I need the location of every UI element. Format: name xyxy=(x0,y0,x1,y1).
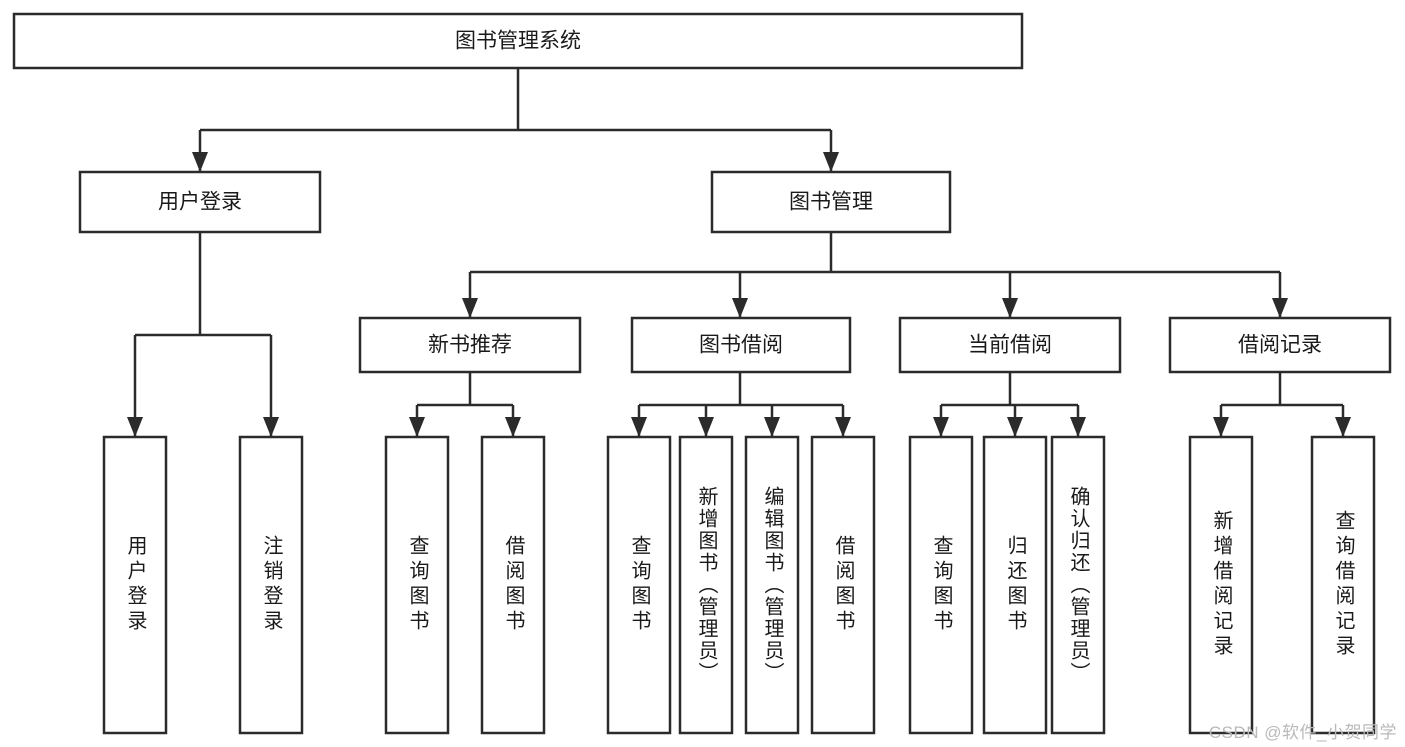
node-leaf-1[interactable] xyxy=(238,435,304,735)
node-leaf-5[interactable] xyxy=(678,435,734,735)
arrow-head-icon xyxy=(1335,417,1351,437)
node-level3-label-2: 当前借阅 xyxy=(968,334,1052,357)
arrow-head-icon xyxy=(1213,417,1229,437)
arrow-head-icon xyxy=(1007,417,1023,437)
arrow-head-icon xyxy=(192,152,208,172)
arrow-head-icon xyxy=(1070,417,1086,437)
connector-layer xyxy=(127,68,1351,437)
arrow-head-icon xyxy=(1002,298,1018,318)
node-leaf-7[interactable] xyxy=(810,435,876,735)
node-level3-label-3: 借阅记录 xyxy=(1238,334,1322,357)
node-leaf-11[interactable] xyxy=(1188,435,1254,735)
node-level3-1[interactable] xyxy=(630,316,852,374)
node-root-label: 图书管理系统 xyxy=(455,30,581,53)
arrow-head-icon xyxy=(631,417,647,437)
node-leaf-8[interactable] xyxy=(908,435,974,735)
node-leaf-6[interactable] xyxy=(744,435,800,735)
arrow-head-icon xyxy=(1272,298,1288,318)
arrow-head-icon xyxy=(933,417,949,437)
arrow-head-icon xyxy=(263,417,279,437)
node-leaf-0[interactable] xyxy=(102,435,168,735)
arrow-head-icon xyxy=(505,417,521,437)
node-level2-1[interactable] xyxy=(710,170,952,234)
node-level3-label-1: 图书借阅 xyxy=(699,334,783,357)
arrow-head-icon xyxy=(462,298,478,318)
arrow-head-icon xyxy=(127,417,143,437)
node-level3-2[interactable] xyxy=(898,316,1122,374)
arrow-head-icon xyxy=(823,152,839,172)
node-level3-3[interactable] xyxy=(1168,316,1392,374)
node-leaf-3[interactable] xyxy=(480,435,546,735)
node-leaf-9[interactable] xyxy=(982,435,1048,735)
watermark-text: CSDN @软件_小贺同学 xyxy=(1208,723,1397,742)
arrow-head-icon xyxy=(764,417,780,437)
node-level2-0[interactable] xyxy=(78,170,322,234)
node-level2-label-1: 图书管理 xyxy=(789,191,873,214)
arrow-head-icon xyxy=(698,417,714,437)
node-level3-label-0: 新书推荐 xyxy=(428,334,512,357)
node-box-layer xyxy=(12,12,1392,735)
node-level3-0[interactable] xyxy=(358,316,582,374)
node-leaf-4[interactable] xyxy=(606,435,672,735)
node-leaf-2[interactable] xyxy=(384,435,450,735)
arrow-head-icon xyxy=(835,417,851,437)
node-leaf-10[interactable] xyxy=(1050,435,1106,735)
arrow-head-icon xyxy=(409,417,425,437)
node-leaf-12[interactable] xyxy=(1310,435,1376,735)
node-root-system[interactable] xyxy=(12,12,1024,70)
node-level2-label-0: 用户登录 xyxy=(158,191,242,214)
arrow-head-icon xyxy=(732,298,748,318)
